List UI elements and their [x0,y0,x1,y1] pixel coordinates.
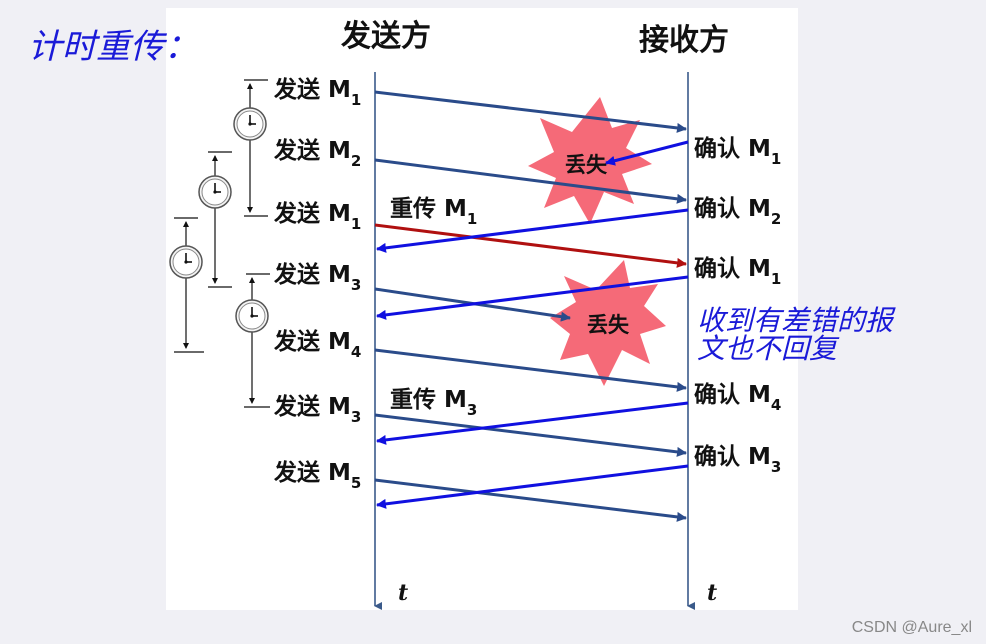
clock-icon [198,175,232,209]
sender-label-1: 发送 M2 [273,137,361,170]
clock-icon [169,245,203,279]
diagram-panel [166,8,798,610]
ack-arrow-m3 [376,464,689,509]
sender-label-5: 发送 M3 [273,393,361,426]
data-arrow-m5 [374,478,687,522]
note-line-2: 文也不回复 [697,332,840,365]
data-arrow-m4 [374,348,687,392]
sender-label-2: 发送 M1 [273,200,361,233]
receiver-label-1: 确认 M2 [694,196,781,228]
ack-arrow-m4 [376,401,689,445]
retransmit-arrow-m1 [374,223,687,268]
sender-time-label: t [398,580,408,606]
sender-label-4: 发送 M4 [273,328,361,361]
sender-label-0: 发送 M1 [273,76,361,109]
data-arrow-m2 [374,158,687,204]
ack-arrow-m1-lost [605,140,689,166]
clock-icon [235,299,269,333]
sender-label-3: 发送 M3 [273,261,361,294]
loss-label-1: 丢失 [565,153,608,177]
ack-arrow-m1-dup [376,275,689,320]
receiver-time-label: t [707,580,717,606]
data-arrow-m1 [374,90,687,133]
sender-label-6: 发送 M5 [273,459,361,492]
receiver-label-4: 确认 M3 [694,444,781,476]
retransmit-arrow-m3 [374,413,687,457]
page-title: 计时重传： [28,27,198,67]
receiver-label-3: 确认 M4 [694,382,781,414]
note-line-1: 收到有差错的报 [697,304,896,337]
retransmit-label-m3: 重传 M3 [390,387,477,419]
ack-arrow-m2 [376,208,689,253]
receiver-label-0: 确认 M1 [694,136,781,168]
timer-bar-1 [244,79,268,217]
receiver-label-2: 确认 M1 [694,256,781,288]
loss-label-2: 丢失 [587,313,630,337]
timer-bar-4 [244,273,270,408]
retransmit-label-m1: 重传 M1 [390,196,477,228]
receiver-heading: 接收方 [639,23,729,58]
clock-icon [233,107,267,141]
sender-heading: 发送方 [340,19,431,54]
timer-bar-3 [174,217,204,353]
watermark: CSDN @Aure_xl [852,619,972,636]
